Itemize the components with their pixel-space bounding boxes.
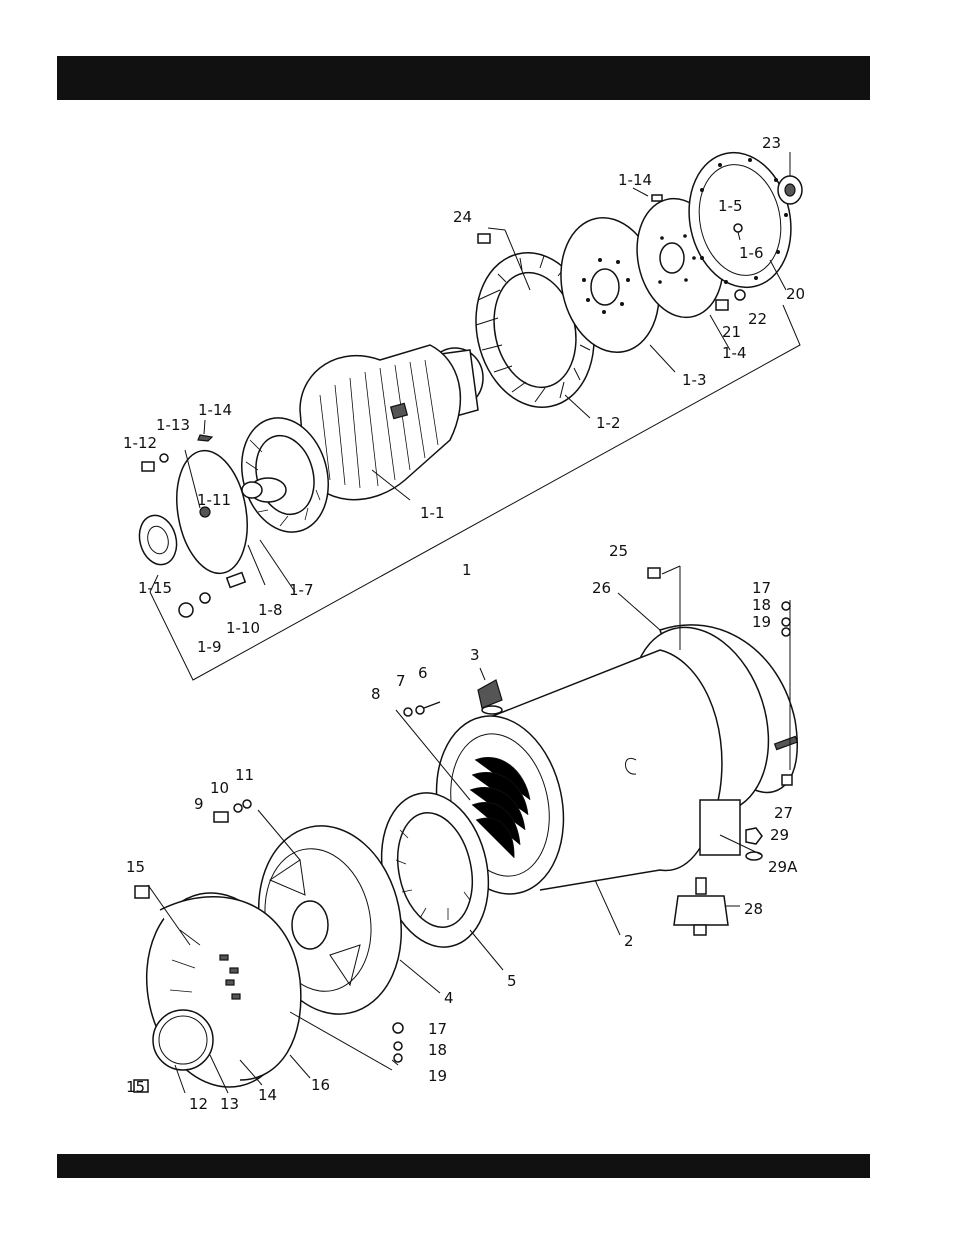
bushing-3 bbox=[478, 680, 502, 714]
callout-15-bottom: 15 bbox=[126, 1078, 145, 1096]
callout-9: 9 bbox=[194, 795, 204, 813]
callout-5: 5 bbox=[507, 972, 517, 990]
callout-1-11: 1-11 bbox=[197, 491, 231, 509]
callout-1-6: 1-6 bbox=[739, 244, 764, 262]
callout-1-9: 1-9 bbox=[197, 638, 222, 656]
callout-19-left: 19 bbox=[428, 1067, 447, 1085]
callout-1-1: 1-1 bbox=[420, 504, 445, 522]
callout-6: 6 bbox=[418, 664, 428, 682]
callout-2: 2 bbox=[624, 932, 634, 950]
callout-19-right: 19 bbox=[752, 613, 771, 631]
callout-1-13: 1-13 bbox=[156, 416, 190, 434]
bearing-1-15 bbox=[134, 511, 182, 569]
stator-frame-group bbox=[129, 566, 797, 1101]
callout-7: 7 bbox=[396, 672, 406, 690]
footer-bar bbox=[57, 1154, 870, 1178]
callout-4: 4 bbox=[444, 989, 454, 1007]
callout-26: 26 bbox=[592, 579, 611, 597]
callout-27: 27 bbox=[774, 804, 793, 822]
callout-22: 22 bbox=[748, 310, 767, 328]
callout-13: 13 bbox=[220, 1095, 239, 1113]
callout-10: 10 bbox=[210, 779, 229, 797]
callout-21: 21 bbox=[722, 323, 741, 341]
callout-29a: 29A bbox=[768, 858, 798, 876]
callout-1-2: 1-2 bbox=[596, 414, 621, 432]
callout-1-10: 1-10 bbox=[226, 619, 260, 637]
callout-8: 8 bbox=[371, 685, 381, 703]
callout-1-4: 1-4 bbox=[722, 344, 747, 362]
callout-29: 29 bbox=[770, 826, 789, 844]
callout-24: 24 bbox=[453, 208, 472, 226]
callout-28: 28 bbox=[744, 900, 763, 918]
callout-1-8: 1-8 bbox=[258, 601, 283, 619]
callout-1-7: 1-7 bbox=[289, 581, 314, 599]
callout-20: 20 bbox=[786, 285, 805, 303]
callout-12: 12 bbox=[189, 1095, 208, 1113]
callout-1-14-right: 1-14 bbox=[618, 171, 652, 189]
callout-1-5: 1-5 bbox=[718, 197, 743, 215]
vibration-mount bbox=[674, 878, 728, 935]
callout-14: 14 bbox=[258, 1086, 277, 1104]
callout-1-14-left: 1-14 bbox=[198, 401, 232, 419]
callout-16: 16 bbox=[311, 1076, 330, 1094]
callout-17-right: 17 bbox=[752, 579, 771, 597]
callout-11: 11 bbox=[235, 766, 254, 784]
callout-1-15: 1-15 bbox=[138, 579, 172, 597]
callout-1-3: 1-3 bbox=[682, 371, 707, 389]
callout-3: 3 bbox=[470, 646, 480, 664]
callout-18-left: 18 bbox=[428, 1041, 447, 1059]
callout-1-12: 1-12 bbox=[123, 434, 157, 452]
callout-17-left: 17 bbox=[428, 1020, 447, 1038]
callout-18-right: 18 bbox=[752, 596, 771, 614]
callout-1: 1 bbox=[462, 561, 472, 579]
callout-25: 25 bbox=[609, 542, 628, 560]
callout-23: 23 bbox=[762, 134, 781, 152]
callout-15-top: 15 bbox=[126, 858, 145, 876]
bearing-23 bbox=[778, 176, 802, 204]
